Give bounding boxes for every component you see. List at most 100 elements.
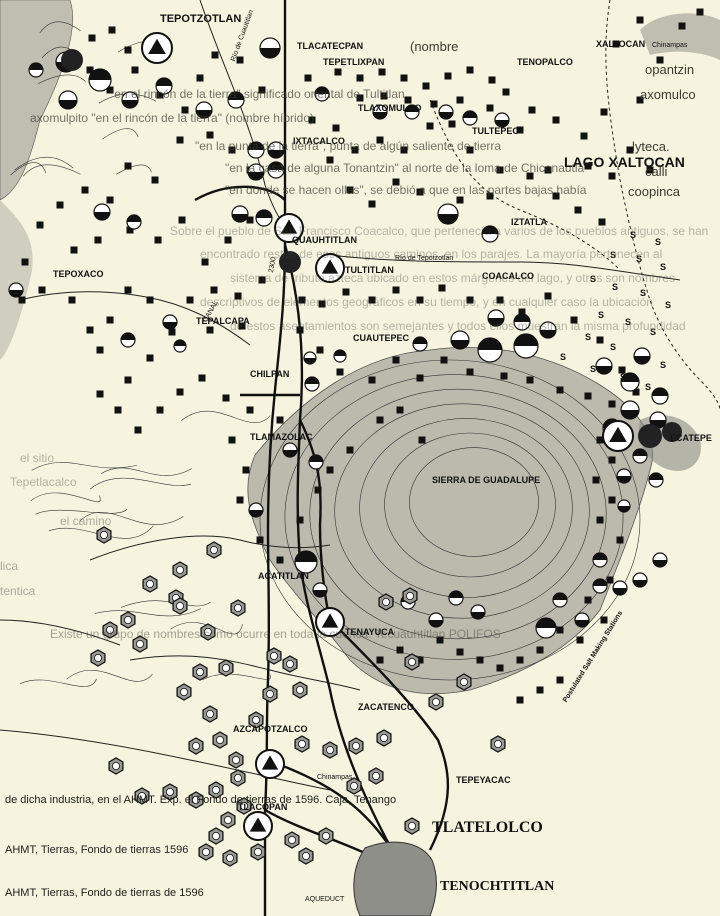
- site-major-center: [315, 607, 345, 637]
- river-line: [19, 291, 251, 346]
- site-hexagon: [198, 843, 214, 861]
- site-hexagon: [208, 781, 224, 799]
- hexagon-inner: [195, 668, 204, 677]
- bg-text-21: tentica: [0, 584, 36, 598]
- site-square: [156, 406, 164, 414]
- site-half-circle: [294, 550, 318, 574]
- site-square: [396, 646, 404, 654]
- site-half-circle: [592, 578, 608, 594]
- site-hexagon: [222, 849, 238, 867]
- hexagon-inner: [211, 832, 220, 841]
- label-chinampas-ne: Chinampas: [652, 42, 688, 49]
- bg-text-6: lyteca.: [632, 139, 670, 154]
- label-tultepec: TULTEPEC: [472, 126, 519, 136]
- site-square: [486, 104, 494, 112]
- site-square: [154, 236, 162, 244]
- site-circle-half-fill: [313, 590, 327, 597]
- site-hexagon: [90, 649, 106, 667]
- site-square: [18, 296, 26, 304]
- site-half-circle: [308, 454, 324, 470]
- site-circle-half-fill: [256, 210, 272, 218]
- contour-line: [102, 128, 139, 140]
- site-hexagon: [376, 729, 392, 747]
- site-hexagon: [456, 673, 472, 691]
- site-square: [552, 192, 560, 200]
- contour-ring: [309, 388, 607, 640]
- site-square: [134, 426, 142, 434]
- site-major-center: [141, 32, 173, 64]
- bg-text-10: coopinca: [628, 184, 681, 199]
- label-tenayuca: TENAYUCA: [345, 627, 395, 637]
- site-half-circle: [539, 321, 557, 339]
- site-hexagon: [162, 783, 178, 801]
- contour-ring: [384, 432, 556, 578]
- site-square: [678, 22, 686, 30]
- site-circle-half-fill: [122, 100, 138, 108]
- site-square: [598, 218, 606, 226]
- site-half-circle: [428, 612, 444, 628]
- site-half-circle: [481, 225, 499, 243]
- site-square: [570, 316, 578, 324]
- contour-line: [116, 164, 152, 175]
- site-square: [392, 178, 400, 186]
- site-hexagon: [348, 737, 364, 755]
- tenochtitlan-island: [353, 841, 437, 916]
- site-square: [36, 221, 44, 229]
- site-square: [378, 68, 386, 76]
- label-acatitlan: ACATITLAN: [258, 571, 309, 581]
- site-square: [96, 346, 104, 354]
- hexagon-inner: [165, 788, 174, 797]
- site-hexagon: [266, 647, 282, 665]
- site-circle-half-fill: [653, 560, 667, 567]
- site-circle-half-fill: [413, 337, 427, 344]
- hexagon-inner: [179, 688, 188, 697]
- site-square: [580, 132, 588, 140]
- site-square: [236, 56, 244, 64]
- road-line: [267, 758, 394, 851]
- site-square: [106, 196, 114, 204]
- site-square: [368, 376, 376, 384]
- site-square: [246, 406, 254, 414]
- site-square: [466, 368, 474, 376]
- site-square: [536, 646, 544, 654]
- site-square: [106, 316, 114, 324]
- site-square: [646, 166, 654, 174]
- site-square: [608, 400, 616, 408]
- site-square: [342, 288, 350, 296]
- site-hexagon: [404, 653, 420, 671]
- site-circle-half-fill: [593, 579, 607, 586]
- salt-work-marker: S: [660, 262, 666, 272]
- hexagon-inner: [265, 690, 274, 699]
- salt-work-marker: S: [665, 300, 671, 310]
- site-square: [656, 56, 664, 64]
- label-tlacopan: TLACOPAN: [238, 802, 288, 812]
- site-square: [596, 336, 604, 344]
- label-azcapotzalco: AZCAPOTZALCO: [233, 724, 308, 734]
- label-tepalcapa: TEPALCAPA: [196, 316, 250, 326]
- site-square: [396, 406, 404, 414]
- contour-line: [100, 467, 192, 476]
- site-square: [326, 466, 334, 474]
- bg-text-1: (nombre: [410, 39, 459, 54]
- site-dot: [279, 251, 301, 273]
- site-half-circle: [303, 351, 317, 365]
- site-square: [376, 656, 384, 664]
- label-ecatepec: ECATEPE: [670, 433, 712, 443]
- site-square: [114, 406, 122, 414]
- site-hexagon: [318, 827, 334, 845]
- site-square: [228, 436, 236, 444]
- site-square: [608, 172, 616, 180]
- site-circle-half-fill: [514, 314, 530, 322]
- label-ixtacalco: IXTACALCO: [293, 136, 345, 146]
- site-half-circle: [120, 332, 136, 348]
- hexagon-inner: [325, 746, 334, 755]
- site-square: [608, 456, 616, 464]
- site-hexagon: [200, 623, 216, 641]
- site-square: [596, 516, 604, 524]
- site-half-circle: [477, 337, 503, 363]
- site-hexagon: [96, 526, 112, 544]
- site-hexagon: [218, 659, 234, 677]
- site-circle-half-fill: [633, 449, 647, 456]
- site-square: [400, 146, 408, 154]
- site-square: [168, 328, 176, 336]
